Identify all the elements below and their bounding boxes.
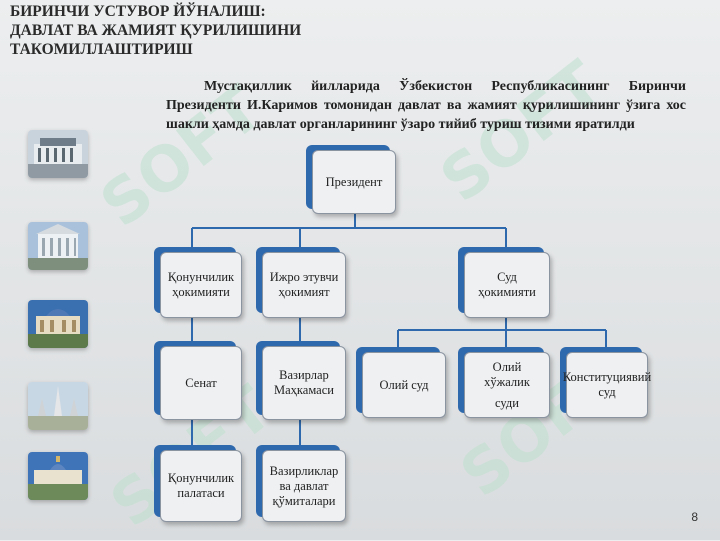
node-executive-power: Ижро этувчи ҳокимият [262,252,346,318]
node-ministries-and-committees: Вазирликлар ва давлат қўмиталари [262,450,346,522]
node-legislative-power: Қонунчилик ҳокимияти [160,252,242,318]
node-judicial-label: Суд ҳокимияти [478,270,536,299]
node-constitutional-court-label: Конституциявий суд [562,370,652,399]
node-senate: Сенат [160,346,242,420]
node-committees-label: Вазирликлар ва давлат қўмиталари [269,463,339,508]
building-photo-3 [28,300,88,348]
monument-photo [28,382,88,430]
title-line-1: БИРИНЧИ УСТУВОР ЙЎНАЛИШ: [10,3,266,20]
node-executive-label: Ижро этувчи ҳокимият [269,270,339,299]
node-senate-label: Сенат [185,375,217,390]
node-judicial-power: Суд ҳокимияти [464,252,550,318]
node-cabinet-of-ministers: Вазирлар Маҳкамаси [262,346,346,420]
node-supreme-economic-court: Олий хўжалик суди [464,352,550,418]
node-legislative-chamber: Қонунчилик палатаси [160,450,242,522]
node-economic-court-label-line1: Олий хўжалик [484,359,530,389]
node-legislative-chamber-label: Қонунчилик палатаси [167,471,235,500]
slide-title: БИРИНЧИ УСТУВОР ЙЎНАЛИШ: ДАВЛАТ ВА ЖАМИЯ… [10,2,430,59]
node-constitutional-court: Конституциявий суд [562,352,652,418]
node-supreme-court-label: Олий суд [379,377,429,392]
intro-paragraph: Мустақиллик йилларида Ўзбекистон Республ… [166,79,686,132]
node-cabinet-label: Вазирлар Маҳкамаси [274,368,334,397]
node-president: Президент [312,150,396,214]
node-economic-court-label-line2: суди [495,395,519,410]
node-legislative-label: Қонунчилик ҳокимияти [167,270,235,299]
building-photo-1 [28,130,88,178]
title-line-2: ДАВЛАТ ВА ЖАМИЯТ ҚУРИЛИШИНИ [10,22,302,39]
palace-photo [28,452,88,500]
node-supreme-court: Олий суд [362,352,446,418]
building-photo-2 [28,222,88,270]
page-number: 8 [691,510,698,524]
title-line-3: ТАКОМИЛЛАШТИРИШ [10,41,193,58]
node-president-label: Президент [325,174,383,189]
